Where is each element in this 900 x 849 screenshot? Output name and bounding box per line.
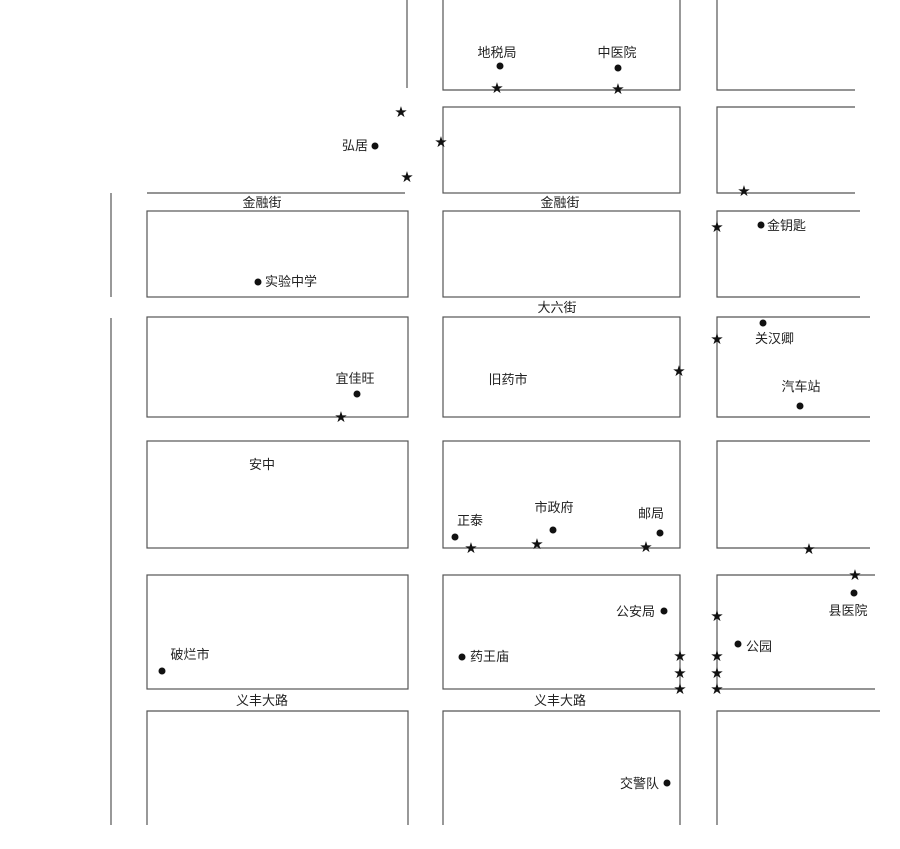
place-dots [158,62,858,787]
place-label-anzhong: 安中 [249,458,275,473]
place-label-jinyaoshi: 金钥匙 [767,218,806,234]
block-bottom-left [146,710,409,825]
place-label-jiaojingdui: 交警队 [620,776,659,792]
place-label-qichezhan: 汽车站 [781,379,820,395]
place-label-xianyiyuan: 县医院 [828,604,867,619]
star-marker-icon: ★ [710,218,723,236]
street-label-jinrong-west: 金融街 [242,195,281,211]
dot-marker-icon [850,589,858,597]
star-marker-icon: ★ [639,538,652,556]
star-markers: ★ ★ ★ ★ ★ ★ ★ ★ ★ ★ ★ ★ ★ ★ ★ ★ ★ ★ ★ ★ … [334,79,861,698]
block [146,574,409,690]
place-label-shizhengfu: 市政府 [534,500,573,516]
star-marker-icon: ★ [710,680,723,698]
star-marker-icon: ★ [334,408,347,426]
place-label-hongju: 弘居 [342,139,368,154]
place-label-youju: 邮局 [638,507,664,522]
block [146,210,409,298]
place-label-zhongyiyuan: 中医院 [597,46,636,61]
block [442,316,681,418]
place-label-gonganju: 公安局 [616,605,655,620]
star-marker-icon: ★ [802,540,815,558]
star-marker-icon: ★ [710,664,723,682]
star-marker-icon: ★ [611,80,624,98]
dot-marker-icon [614,64,622,72]
block-bottom-middle [442,710,681,825]
block-bottom-right [716,710,880,825]
block-top-middle [442,0,681,91]
star-marker-icon: ★ [710,330,723,348]
dot-marker-icon [371,142,379,150]
dot-marker-icon [663,779,671,787]
star-marker-icon: ★ [394,103,407,121]
block [146,440,409,549]
street-label-yifeng-west: 义丰大路 [236,693,288,709]
dot-marker-icon [759,319,767,327]
place-label-polanshi: 破烂市 [170,647,209,663]
dot-marker-icon [458,653,466,661]
star-marker-icon: ★ [673,664,686,682]
dot-marker-icon [451,533,459,541]
star-marker-icon: ★ [530,535,543,553]
dot-marker-icon [353,390,361,398]
star-marker-icon: ★ [710,647,723,665]
street-label-jinrong-east: 金融街 [540,195,579,211]
street-label-daliu: 大六街 [537,301,576,316]
place-label-dishuiju: 地税局 [477,46,516,61]
dot-marker-icon [656,529,664,537]
block [442,574,681,690]
place-label-zhengtai: 正泰 [457,514,483,529]
block-top-right [716,0,855,91]
dot-marker-icon [796,402,804,410]
block [146,316,409,418]
star-marker-icon: ★ [710,607,723,625]
star-marker-icon: ★ [672,362,685,380]
place-label-gongyuan: 公园 [746,640,772,655]
block [442,210,681,298]
block-right [716,106,855,194]
star-marker-icon: ★ [673,680,686,698]
block-right [716,210,860,298]
star-marker-icon: ★ [737,182,750,200]
block [442,106,681,194]
star-marker-icon: ★ [673,647,686,665]
block-right [716,316,870,418]
place-label-shiyan: 实验中学 [265,274,317,290]
star-marker-icon: ★ [434,133,447,151]
dot-marker-icon [158,667,166,675]
dot-marker-icon [549,526,557,534]
block-right [716,440,870,549]
place-label-yaowangmiao: 药王庙 [470,650,509,665]
star-marker-icon: ★ [848,566,861,584]
star-marker-icon: ★ [464,539,477,557]
star-marker-icon: ★ [400,168,413,186]
block-right [716,574,875,690]
star-marker-icon: ★ [490,79,503,97]
dot-marker-icon [734,640,742,648]
place-label-jiuyaoshi: 旧药市 [488,372,527,388]
dot-marker-icon [496,62,504,70]
street-label-yifeng-east: 义丰大路 [534,693,586,709]
dot-marker-icon [660,607,668,615]
dot-marker-icon [254,278,262,286]
place-label-guanhanqing: 关汉卿 [755,332,794,347]
dot-marker-icon [757,221,765,229]
block [442,440,681,549]
place-label-yijiawang: 宜佳旺 [335,372,374,387]
